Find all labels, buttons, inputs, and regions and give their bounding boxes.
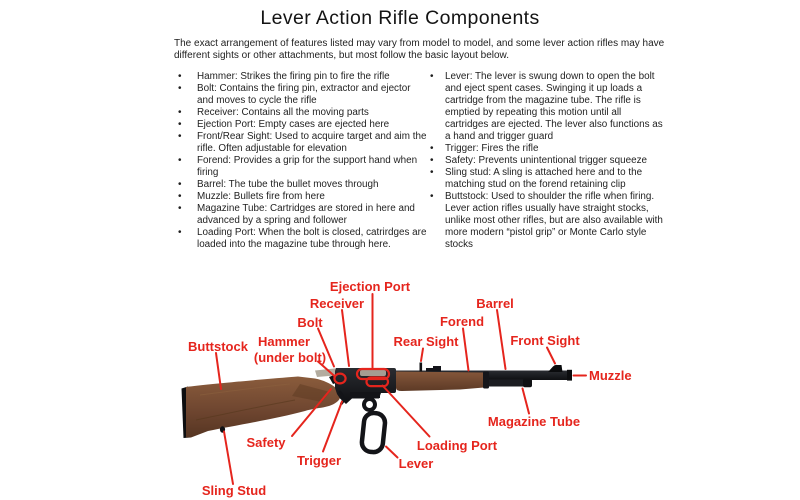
list-item: Sling stud: A sling is attached here and…	[429, 167, 664, 191]
label-hammer: Hammer	[258, 334, 310, 349]
stock-grain-highlight	[199, 383, 291, 396]
safety-leader-line	[291, 388, 332, 437]
list-item: Front/Rear Sight: Used to acquire target…	[172, 131, 429, 155]
hammer-leader-line	[317, 360, 336, 378]
label-ejection-port: Ejection Port	[330, 279, 411, 294]
lever-ring	[362, 397, 377, 412]
label-receiver: Receiver	[310, 296, 364, 311]
page-title: Lever Action Rifle Components	[260, 7, 540, 29]
list-item: Forend: Provides a grip for the support …	[172, 155, 429, 179]
list-item: Ejection Port: Empty cases are ejected h…	[172, 119, 429, 131]
component-list-right: Lever: The lever is swung down to open t…	[429, 71, 664, 251]
buttstock-leader-line	[215, 352, 222, 390]
intro-text: The exact arrangement of features listed…	[174, 38, 665, 61]
lever-plate	[350, 392, 380, 398]
magazine-tube-leader-line	[521, 387, 530, 415]
label-lever: Lever	[399, 456, 434, 471]
loading-port-leader-line	[381, 384, 431, 438]
list-item: Loading Port: When the bolt is closed, c…	[172, 227, 429, 251]
lever-loop	[359, 410, 388, 455]
magazine-tube-cap	[523, 378, 532, 388]
rear-sight-leader-line	[420, 347, 424, 362]
list-item: Hammer: Strikes the firing pin to fire t…	[172, 71, 429, 83]
forend-band	[483, 371, 489, 389]
ejection-port-bolt-glint	[360, 370, 386, 376]
list-item: Bolt: Contains the firing pin, extractor…	[172, 83, 429, 107]
label-trigger: Trigger	[297, 453, 341, 468]
sling-stud-leader-line	[223, 430, 234, 485]
label-safety: Safety	[246, 435, 286, 450]
label-rear-sight: Rear Sight	[393, 334, 459, 349]
front-sight-leader-line	[546, 346, 556, 365]
label-muzzle: Muzzle	[589, 368, 632, 383]
label-forend: Forend	[440, 314, 484, 329]
stock-checkering	[292, 384, 330, 402]
loading-port-callout	[365, 376, 390, 388]
lever-leader-line	[385, 445, 399, 459]
hammer-callout-circle	[333, 372, 347, 385]
list-item: Muzzle: Bullets fire from here	[172, 191, 429, 203]
list-item: Magazine Tube: Cartridges are stored in …	[172, 203, 429, 227]
rear-sight-post	[419, 362, 423, 372]
label-magazine-tube: Magazine Tube	[488, 414, 580, 429]
label-buttstock: Buttstock	[188, 339, 249, 354]
barrel-leader-line	[496, 309, 507, 370]
list-item: Buttstock: Used to shoulder the rifle wh…	[429, 191, 664, 251]
forend-leader-line	[462, 327, 470, 372]
callout-marks	[333, 367, 391, 388]
rear-sight-leaf	[426, 366, 441, 372]
label-barrel: Barrel	[476, 296, 514, 311]
bolt-leader-line	[317, 327, 335, 368]
list-item: Lever: The lever is swung down to open t…	[429, 71, 664, 143]
part-labels: Buttstock Hammer (under bolt) Bolt Recei…	[188, 279, 632, 498]
label-hammer-under-bolt: (under bolt)	[254, 350, 326, 365]
component-lists: Hammer: Strikes the firing pin to fire t…	[172, 71, 800, 251]
list-item: Barrel: The tube the bullet moves throug…	[172, 179, 429, 191]
list-item: Safety: Prevents unintentional trigger s…	[429, 155, 664, 167]
list-item: Receiver: Contains all the moving parts	[172, 107, 429, 119]
front-sight-shape	[548, 364, 563, 372]
stock-grain-shadow	[195, 399, 296, 421]
ejection-port-callout	[355, 367, 391, 381]
list-item: Trigger: Fires the rifle	[429, 143, 664, 155]
label-sling-stud: Sling Stud	[202, 483, 266, 498]
magazine-tube-shape	[489, 379, 526, 387]
label-loading-port: Loading Port	[417, 438, 498, 453]
muzzle-crown	[567, 369, 572, 381]
rifle-illustration	[181, 362, 572, 455]
trigger-leader-line	[322, 400, 343, 453]
label-front-sight: Front Sight	[510, 333, 580, 348]
receiver-leader-line	[341, 309, 350, 367]
leader-lines	[215, 293, 587, 485]
forend-shape	[396, 371, 489, 391]
component-list-left: Hammer: Strikes the firing pin to fire t…	[172, 71, 429, 251]
label-bolt: Bolt	[297, 315, 323, 330]
